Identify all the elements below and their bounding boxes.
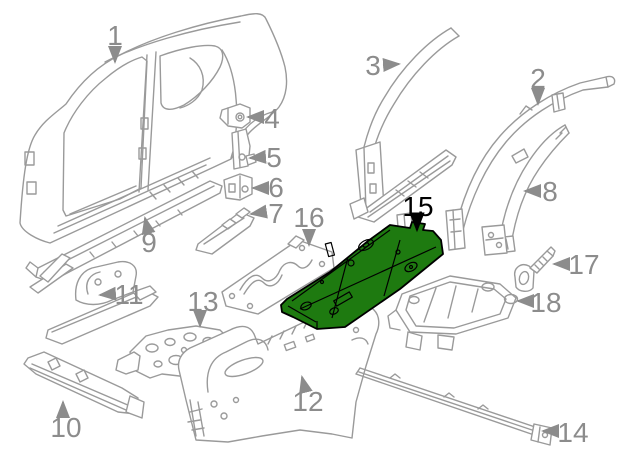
callout-2[interactable]: 2 — [530, 63, 546, 106]
part-2-roof-rail[interactable] — [455, 75, 616, 231]
part-6-bracket[interactable] — [223, 173, 253, 201]
part-18-details — [387, 281, 519, 351]
callout-8-label: 8 — [542, 176, 558, 207]
callout-7[interactable]: 7 — [249, 198, 284, 229]
callout-6-label: 6 — [268, 172, 284, 203]
part-11-details — [39, 253, 159, 345]
callout-10[interactable]: 10 — [50, 400, 82, 443]
part-5-bracket[interactable] — [231, 128, 257, 170]
part-3-details — [349, 27, 460, 223]
callout-11-arrow — [98, 286, 117, 301]
callout-5-arrow — [248, 149, 267, 164]
callouts: 1 2 3 4 5 6 7 8 — [50, 20, 599, 448]
part-outline — [280, 221, 444, 330]
callout-16-label: 16 — [293, 202, 324, 233]
part-12-tunnel-crossmember[interactable] — [177, 299, 380, 443]
callout-12-arrow — [299, 375, 313, 395]
callout-1[interactable]: 1 — [107, 20, 123, 64]
part-14-details — [355, 367, 553, 446]
part-1-details — [24, 21, 273, 234]
callout-12[interactable]: 12 — [292, 375, 324, 417]
callout-3-label: 3 — [365, 50, 381, 81]
part-4-details — [227, 107, 245, 125]
callout-2-label: 2 — [530, 63, 546, 94]
part-11-rail-bracket[interactable] — [39, 253, 159, 345]
part-2-details — [455, 75, 616, 231]
part-17-bracket[interactable] — [514, 246, 556, 292]
callout-6[interactable]: 6 — [251, 172, 284, 203]
part-3-a-pillar[interactable] — [349, 27, 460, 223]
part-6-details — [228, 175, 249, 199]
callout-17[interactable]: 17 — [552, 249, 600, 280]
callout-13-label: 13 — [187, 286, 218, 317]
part-18-underbody-shield[interactable] — [387, 275, 519, 351]
callout-9[interactable]: 9 — [141, 216, 157, 258]
callout-13[interactable]: 13 — [187, 286, 219, 328]
callout-9-label: 9 — [141, 227, 157, 258]
part-15-floor-pan-highlighted[interactable] — [280, 221, 444, 330]
callout-5-label: 5 — [266, 142, 282, 173]
part-4-bracket[interactable] — [219, 103, 251, 129]
part-8-pillar-rail[interactable] — [494, 124, 570, 254]
callout-10-label: 10 — [50, 412, 81, 443]
part-1-body-side-frame[interactable] — [19, 13, 288, 244]
callout-11[interactable]: 11 — [98, 279, 144, 310]
callout-14[interactable]: 14 — [541, 417, 589, 448]
callout-9-arrow — [141, 216, 156, 236]
callout-5[interactable]: 5 — [248, 142, 282, 173]
callout-14-label: 14 — [557, 417, 588, 448]
callout-18-label: 18 — [530, 287, 561, 318]
callout-4[interactable]: 4 — [246, 103, 280, 134]
part-outline — [395, 275, 517, 335]
callout-3[interactable]: 3 — [365, 50, 401, 81]
callout-17-label: 17 — [568, 249, 599, 280]
part-8-details — [494, 124, 570, 254]
callout-11-label: 11 — [114, 279, 143, 310]
callout-3-arrow — [382, 58, 401, 72]
part-10-floor-rail[interactable] — [23, 351, 145, 419]
part-outline — [195, 211, 255, 255]
callout-8[interactable]: 8 — [523, 176, 558, 207]
part-14-side-member[interactable] — [355, 367, 553, 446]
callout-16[interactable]: 16 — [293, 202, 325, 247]
callout-7-label: 7 — [268, 198, 284, 229]
part-10-details — [29, 357, 145, 419]
part-7-bracket-rail[interactable] — [195, 207, 255, 255]
part-15-details — [287, 229, 437, 329]
callout-18[interactable]: 18 — [516, 287, 562, 318]
part-17-details — [514, 246, 556, 292]
callout-12-label: 12 — [292, 386, 323, 417]
part-12-details — [187, 305, 369, 437]
callout-4-label: 4 — [264, 103, 280, 134]
callout-15-label: 15 — [402, 191, 433, 222]
callout-15-highlighted[interactable]: 15 — [402, 191, 434, 233]
callout-7-arrow — [249, 204, 268, 219]
callout-1-label: 1 — [107, 20, 123, 51]
